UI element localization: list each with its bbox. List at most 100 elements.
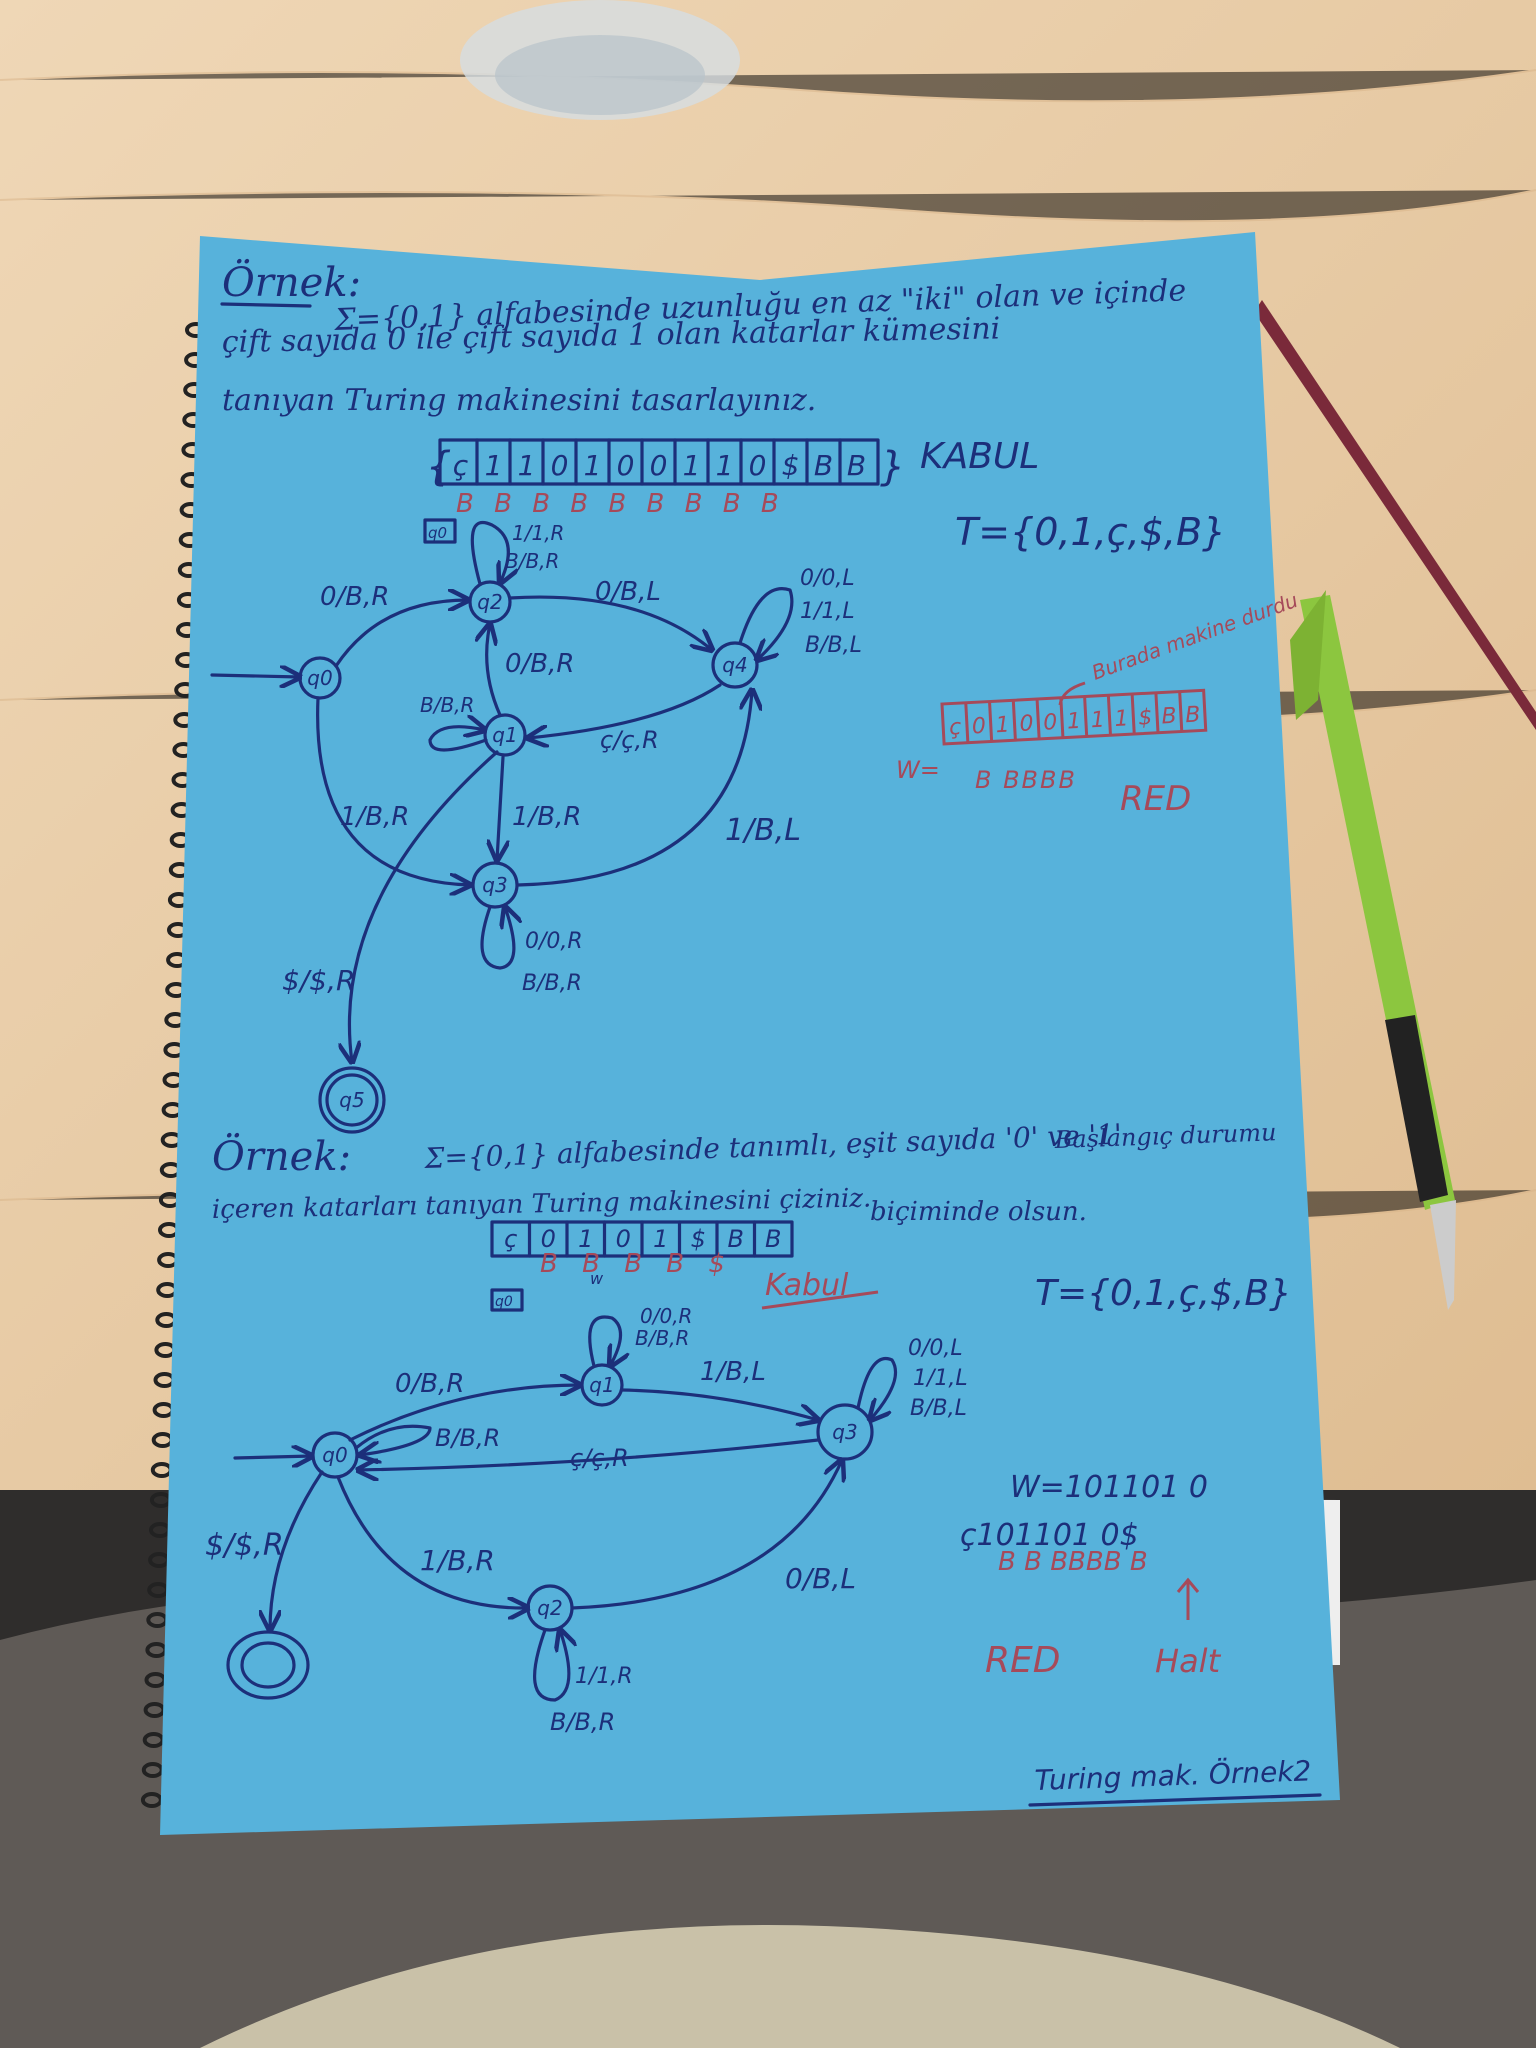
state-label-q0: q0	[307, 666, 332, 690]
ex1-label-q0-q3: 1/B,R	[340, 802, 409, 832]
ex1-edge-q1-loop	[428, 727, 486, 752]
ex1-alphabet: T={0,1,ç,$,B}	[955, 510, 1226, 554]
ex1-tape-cell: 1	[518, 449, 536, 482]
ex1-tape-marks: B B B B B B B B B	[456, 489, 785, 519]
ex2-label-q3-loop2: 1/1,L	[913, 1366, 968, 1391]
ex1-side-tape-cell-divider	[1083, 696, 1089, 737]
ex1-edge-q3-q4	[516, 690, 752, 887]
ex2-tape-cell: $	[691, 1225, 706, 1253]
ex1-label-q2-loop: 1/1,R	[512, 521, 564, 545]
ex1-tape-cell: 1	[683, 449, 701, 482]
ex2-tape-marks: B B B B $	[540, 1249, 733, 1279]
ex2-trace-marks: B B BBBB B	[998, 1547, 1148, 1577]
ex1-side-tape-cell-divider	[1011, 700, 1017, 741]
ex1-edge-q1-q2	[487, 624, 502, 717]
svg-text:}: }	[880, 444, 905, 490]
ex2-tape-cell: 0	[541, 1225, 556, 1253]
ex2-start-arrow	[233, 1456, 312, 1458]
ex1-tape-cell: 0	[551, 449, 569, 482]
ex1-side-tape-cell-divider	[1130, 693, 1136, 735]
ex1-side-tape-cell: 1	[1114, 706, 1129, 732]
ex2-label-q1-loop2: B/B,R	[635, 1326, 689, 1350]
ex1-side-tape-cell-divider	[964, 702, 970, 743]
ex1-tape: { }	[426, 438, 905, 490]
ex2-edge-q1-loop	[588, 1315, 621, 1366]
ex1-side-tape-cell-divider	[1035, 698, 1041, 740]
ex1-edge-q4-q1	[528, 683, 722, 738]
ex1-state-q4	[711, 641, 759, 689]
ex1-head-state: q0	[428, 524, 447, 542]
ex2-trace-halt: Halt	[1155, 1642, 1222, 1680]
ex2-label-q0-loop: B/B,R	[435, 1424, 500, 1452]
blue-paper	[160, 232, 1340, 1835]
ex2-label-q2-loop1: 1/1,R	[575, 1664, 633, 1689]
ex2-label-q0-q1: 0/B,R	[395, 1369, 464, 1399]
ex1-label-q4-q1: ç/ç,R	[600, 726, 659, 754]
ex2-label-q0-final: $/$,R	[205, 1528, 284, 1563]
state-label-q1: q1	[589, 1373, 614, 1397]
ex2-head-state: q0	[495, 1294, 513, 1310]
ex2-edge-q0-final	[270, 1470, 324, 1630]
ex1-start-arrow	[210, 675, 300, 677]
ex1-edge-q2-q4	[508, 595, 712, 650]
ex1-side-tape	[940, 688, 1208, 746]
sweater	[200, 1924, 1400, 2048]
ex2-head-box	[490, 1288, 524, 1312]
ex2-label-q0-q2: 1/B,R	[420, 1544, 495, 1577]
ex1-side-tape-cell: $	[1138, 705, 1153, 731]
ex1-tape-cell: B	[814, 449, 833, 482]
ex2-tape-cell: 1	[653, 1225, 668, 1253]
state-label-q0: q0	[322, 1443, 347, 1467]
ex1-side-result: RED	[1120, 779, 1191, 819]
ex1-side-tape-cell: 1	[1066, 709, 1081, 735]
ex1-edge-q0-q2	[334, 600, 468, 668]
ex1-side-tape-cell: B	[1161, 704, 1177, 730]
state-label-q2: q2	[477, 590, 502, 614]
ex1-label-q2-q4: 0/B,L	[595, 577, 661, 607]
state-label-q2: q2	[537, 1596, 562, 1620]
ex2-label-q1-q3: 1/B,L	[700, 1357, 766, 1387]
ex1-label-q1-q5: $/$,R	[282, 964, 355, 997]
ex2-tape-mark-w: w	[590, 1269, 604, 1288]
ex1-state-q5-final-ring	[318, 1066, 386, 1134]
footer-underline	[1028, 1793, 1322, 1807]
state-label-q3: q3	[832, 1420, 857, 1444]
ex2-tape-result-underline	[761, 1290, 879, 1310]
ex2-label-q1-loop1: 0/0,R	[640, 1304, 692, 1328]
ex1-tape-cell: ç	[453, 449, 469, 482]
ex1-side-tape-cell-divider	[1154, 692, 1160, 733]
state-label-q5: q5	[339, 1088, 364, 1112]
ex2-halt-arrow	[1176, 1577, 1200, 1620]
ex1-label-q3-loop2: B/B,R	[522, 971, 582, 996]
ex2-trace-top: ç101101 0$	[960, 1518, 1139, 1553]
ex1-side-tape-cell: 0	[971, 714, 986, 740]
ex2-title-line3: biçiminde olsun.	[870, 1197, 1087, 1227]
ex1-side-tape-cell: 1	[995, 713, 1010, 739]
ex2-edge-q1-q3	[620, 1388, 818, 1420]
water-glass	[460, 0, 740, 120]
ex2-state-labels: q0 q1 q3 q2	[322, 1373, 857, 1620]
ex1-side-tape-cell-divider	[1106, 695, 1112, 736]
ex1-tape-cell: 1	[485, 449, 503, 482]
ex1-tape-cell: 0	[617, 449, 635, 482]
ex1-tape-cell: 1	[716, 449, 734, 482]
ex1-label-q1-q2: 0/B,R	[505, 649, 574, 679]
ex1-edge-q2-loop	[470, 520, 508, 584]
ex1-label-q1-q3: 1/B,R	[512, 802, 581, 832]
ex2-label-q3-loop3: B/B,L	[910, 1396, 967, 1421]
ex2-state-final-inner	[240, 1641, 296, 1689]
ex1-tape-cell: 0	[749, 449, 767, 482]
ex1-edge-q4-loop	[738, 587, 794, 660]
ex1-state-diagram	[210, 520, 794, 1134]
ex1-side-tape-cell: 0	[1043, 710, 1058, 736]
ex1-state-q5	[325, 1073, 379, 1127]
ex1-tape-cell: $	[782, 449, 800, 482]
ex1-edge-q1-q3	[497, 755, 503, 860]
ex1-head-box	[423, 518, 457, 544]
state-label-q1: q1	[492, 723, 517, 747]
